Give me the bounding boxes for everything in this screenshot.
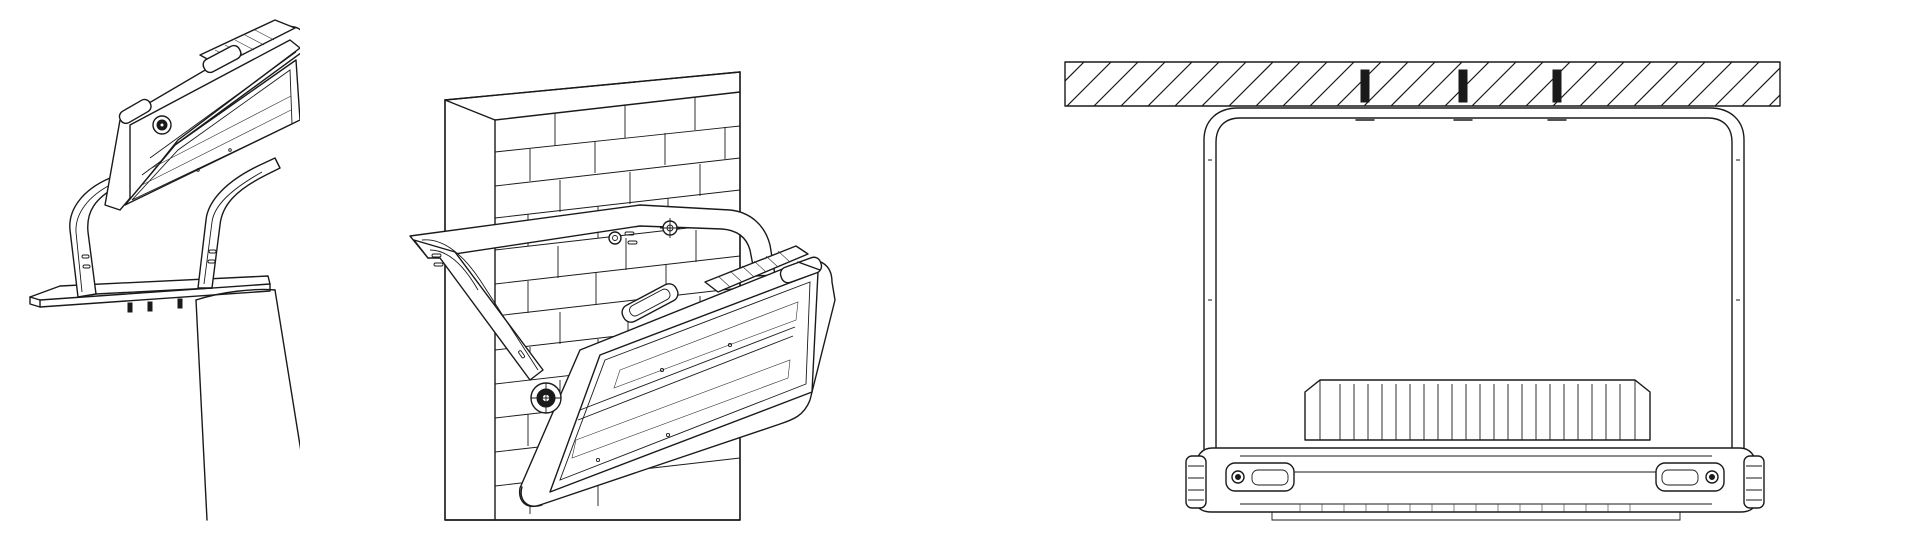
handle-right [1655, 462, 1725, 492]
anchor-bolts [1355, 69, 1567, 121]
heatsink [1304, 379, 1651, 441]
floodlight-body [104, 19, 300, 211]
ceiling-mount-view [1040, 0, 1920, 559]
ceiling-bracket [1203, 107, 1745, 471]
handle-left [1225, 462, 1295, 492]
brick-wall [444, 71, 741, 521]
pole-mount-view [0, 0, 300, 559]
pole [195, 288, 300, 521]
side-knob-left [1185, 455, 1207, 509]
pole-mounted-floodlight-drawing [29, 19, 300, 521]
floodlight-body [518, 245, 836, 507]
side-knob-right [1743, 455, 1765, 509]
wall-mounted-floodlight-drawing [409, 71, 836, 521]
pole-mount-plate [29, 275, 271, 313]
ceiling-slab [1064, 61, 1781, 107]
floodlight-housing [1195, 447, 1757, 521]
ceiling-mounted-floodlight-drawing [1064, 61, 1781, 521]
wall-mount-view [400, 0, 1040, 559]
